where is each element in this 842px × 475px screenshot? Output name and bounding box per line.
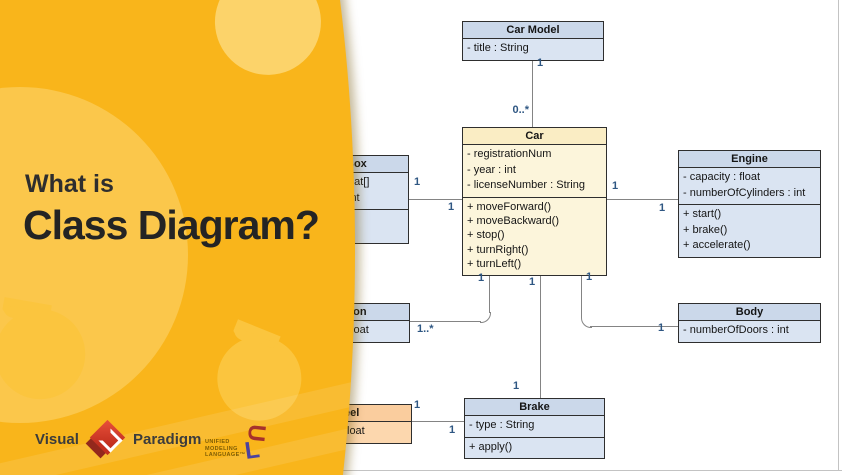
multiplicity-label: 1 [513,380,520,392]
multiplicity-label: 1 [478,272,485,284]
association-car-transmission-corner [480,312,491,323]
diagram-page-right-border [838,0,839,470]
promo-panel: What is Class Diagram? Visual Paradigm U… [0,0,355,475]
class-title: Car [463,128,606,145]
class-brake: Brake - type : String + apply() [464,398,605,459]
association-car-body-vertical [581,270,582,318]
class-car-model: Car Model - title : String [462,21,604,61]
class-title: Engine [679,151,820,168]
multiplicity-label: 1..* [417,323,434,335]
class-title: Body [679,304,820,321]
uml-wordmark: UNIFIED MODELING LANGUAGE™ [205,439,245,459]
multiplicity-label: 1 [448,201,455,213]
class-attribute: - registrationNum [467,148,552,160]
multiplicity-label: 1 [658,322,665,334]
association-car-transmission-horizontal [408,321,481,322]
class-operation: + brake() [683,223,728,236]
class-operation: + stop() [467,229,505,242]
association-wheel-brake [410,421,464,422]
brand-logo-row: Visual Paradigm UNIFIED MODELING LANGUAG… [33,415,303,467]
association-carmodel-car [532,59,533,127]
class-body: Body - numberOfDoors : int [678,303,821,343]
class-attribute: - numberOfDoors : int [683,324,789,336]
class-operation: + apply() [469,440,513,453]
multiplicity-label: 1 [612,180,619,192]
class-operation: + moveForward() [467,200,552,213]
multiplicity-label: 1 [659,202,666,214]
association-car-brake [540,270,541,398]
association-car-body-horizontal [590,326,678,327]
visual-paradigm-logo-text: Paradigm [133,431,202,448]
class-operation: + start() [683,208,722,220]
class-car: Car - registrationNum - year : int - lic… [462,127,607,276]
class-operation: + accelerate() [683,239,751,251]
multiplicity-label: 1 [449,424,456,436]
uml-logo-icon: U L [241,421,275,465]
class-title: Brake [465,399,604,416]
page-title: Class Diagram? [23,202,320,248]
lightbulb-icon [204,319,316,434]
multiplicity-label: 1 [414,399,421,411]
class-attribute: - year : int [467,163,516,176]
heading-small: What is [25,170,114,198]
multiplicity-label: 1 [414,176,421,188]
uml-wordmark-line: LANGUAGE™ [205,452,246,458]
association-car-engine [606,199,678,200]
uml-wordmark-line: UNIFIED [205,439,230,445]
multiplicity-label: 0..* [512,104,529,116]
class-title: Car Model [463,22,603,39]
class-engine: Engine - capacity : float - numberOfCyli… [678,150,821,258]
multiplicity-label: 1 [537,57,544,69]
class-attribute: - licenseNumber : String [467,179,585,191]
visual-paradigm-diamond-icon [85,419,127,461]
class-wheel-partial: eel loat [336,404,412,444]
class-attribute: - type : String [469,419,535,431]
class-operation: + turnRight() [467,243,529,256]
class-operation: + moveBackward() [467,214,560,227]
visual-paradigm-logo-text: Visual [35,431,79,448]
uml-wordmark-line: MODELING [205,445,238,452]
class-attribute: loat [347,425,365,437]
multiplicity-label: 1 [529,276,536,288]
class-operation: + turnLeft() [467,258,522,271]
class-attribute: - title : String [467,42,529,54]
class-attribute: - capacity : float [683,171,761,183]
class-attribute: - numberOfCylinders : int [683,186,806,199]
multiplicity-label: 1 [586,271,593,283]
diagram-page-bottom-border [338,470,842,471]
association-gearbox-car [407,199,462,200]
association-car-transmission-vertical [489,270,490,313]
